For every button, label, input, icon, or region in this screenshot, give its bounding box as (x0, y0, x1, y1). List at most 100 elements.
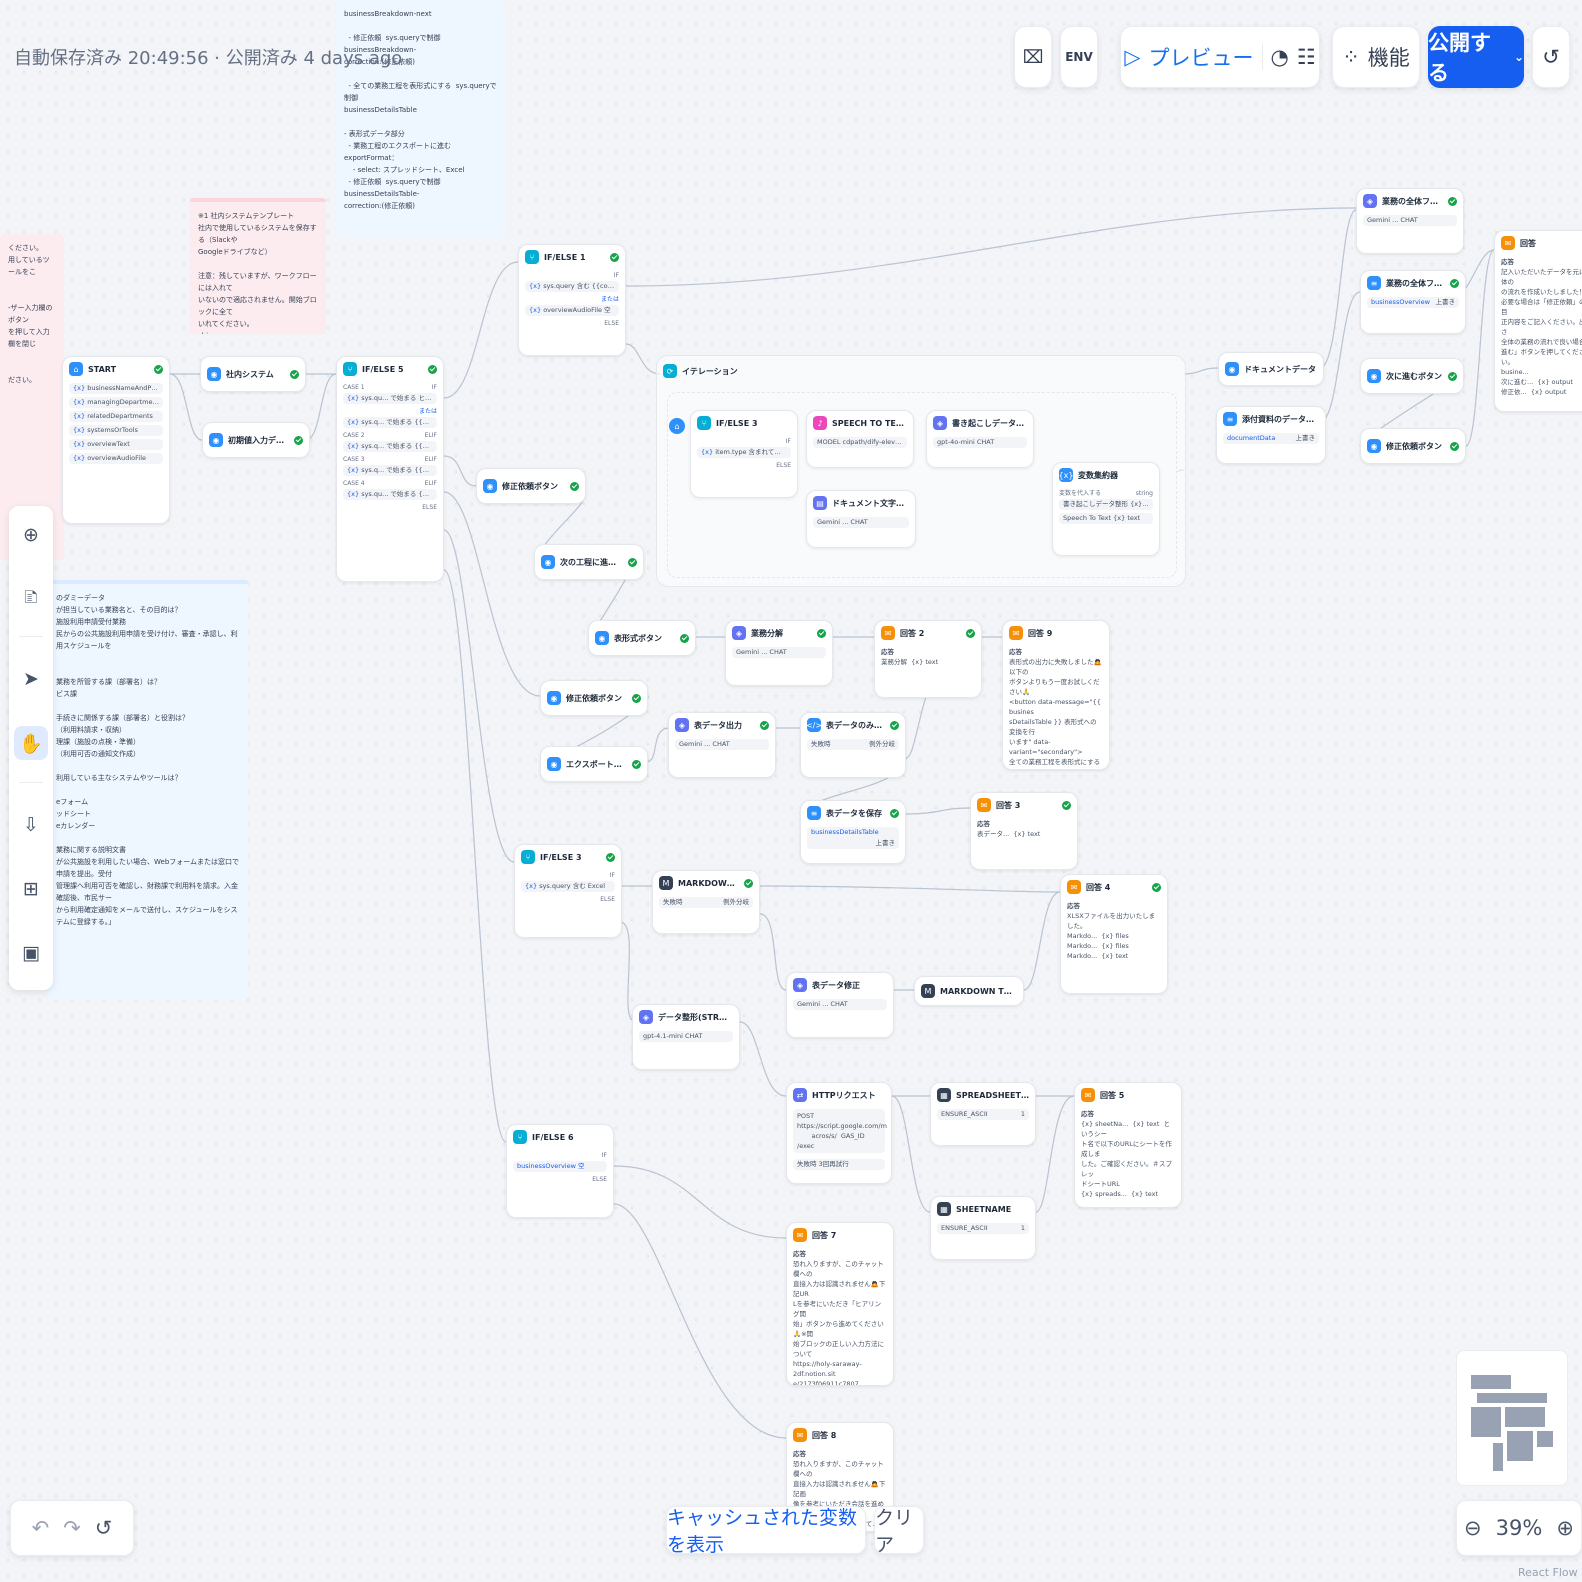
note-left-blue[interactable]: のダミーデータ が担当している業務名と、その目的は？ 施設利用申請受付業務 民か… (48, 580, 248, 1000)
clear-button[interactable]: クリア (874, 1506, 924, 1556)
organize-blocks-button[interactable]: ⊞ (14, 872, 48, 906)
run-history-icon[interactable]: ◔ (1270, 45, 1289, 69)
undo-icon[interactable]: ↶ (31, 1516, 50, 1540)
cached-vars-button[interactable]: キャッシュされた変数を表示 (666, 1506, 866, 1556)
node-title: データ整形(STRUCTURED_O (658, 1012, 733, 1022)
branch-icon: ⑂ (525, 250, 539, 264)
node-internal-system[interactable]: ◉社内システム (200, 356, 306, 392)
branch-icon: ⑂ (521, 850, 535, 864)
success-icon (632, 693, 641, 703)
node-answer[interactable]: ✉回答 応答 記入いただいたデータを元に全体の の流れを作成いたしました！修 必… (1494, 230, 1582, 412)
note-top[interactable]: businessBreakdown-next - 修正依頼 sys.queryで… (336, 0, 506, 238)
branch-label: ELIF (424, 432, 437, 439)
node-title: 業務の全体フロー保存 (1386, 278, 1445, 288)
note-left-pink[interactable]: ください。 用しているツールをこ -ザー入力欄のボタン を押して入力欄を閉じ だ… (0, 234, 64, 560)
node-answer-5[interactable]: ✉回答 5 応答{x} sheetNa... {x} text というシー ト名… (1074, 1082, 1182, 1208)
node-next-step[interactable]: ◉次の工程に進むボタン (534, 544, 644, 580)
hand-mode-button[interactable]: ✋ (14, 726, 48, 760)
llm-icon: ◈ (793, 978, 807, 992)
node-business-breakdown[interactable]: ◈業務分解 Gemini ... CHAT (725, 620, 833, 686)
node-ifelse-1[interactable]: ⑂IF/ELSE 1 IF {x} sys.query 含む {{correct… (518, 244, 626, 356)
node-fix-request-2[interactable]: ◉修正依頼ボタン (540, 680, 648, 716)
response-label: 応答 (1009, 648, 1022, 656)
node-fix-request-3[interactable]: ◉修正依頼ボタン (1360, 428, 1466, 464)
variable-inspect-icon: ⌧ (1022, 46, 1044, 68)
node-doc-extract[interactable]: ▤ドキュメント文字起こし Gemini ... CHAT (806, 490, 916, 548)
node-ifelse-6[interactable]: ⑂IF/ELSE 6 IF businessOverview 空 ELSE (506, 1124, 614, 1218)
publish-button[interactable]: 公開する⌄ (1428, 26, 1524, 88)
node-answer-3[interactable]: ✉回答 3 応答表データ... {x} text (970, 792, 1078, 870)
llm-icon: ◈ (933, 416, 947, 430)
zoom-out-icon[interactable]: ⊖ (1464, 1516, 1482, 1540)
node-title: ドキュメント文字起こし (832, 498, 909, 508)
node-http-request[interactable]: ⇄HTTPリクエスト POST https://script.google.co… (786, 1082, 892, 1184)
export-image-button[interactable]: ⇩ (14, 808, 48, 842)
node-table-save[interactable]: ≡表データを保存 businessDetailsTable 上書き (800, 800, 906, 864)
branch-label: ELIF (424, 480, 437, 487)
node-export-select[interactable]: ◉エクスポートセレクトボタン (540, 746, 648, 782)
node-transcript-shape[interactable]: ◈書き起こしデータ整形 gpt-4o-mini CHAT (926, 410, 1034, 468)
minimap[interactable] (1456, 1350, 1568, 1486)
condition-row: businessOverview 空 (513, 1161, 607, 1172)
node-ifelse-3-iter[interactable]: ⑂IF/ELSE 3 IF {x} item.type 含まれている 音声 EL… (690, 410, 798, 498)
node-answer-2[interactable]: ✉回答 2 応答業務分解 {x} text (874, 620, 982, 698)
react-flow-credit[interactable]: React Flow (1518, 1566, 1578, 1579)
node-initial-input[interactable]: ◉初期値入力データ (202, 422, 310, 458)
var-row: businessDetailsTable 上書き (807, 827, 899, 849)
answer-icon: ✉ (793, 1428, 807, 1442)
checklist-icon[interactable]: ☷ (1296, 45, 1316, 69)
node-ifelse-3[interactable]: ⑂IF/ELSE 3 IF {x} sys.query 含む Excel ELS… (514, 844, 622, 938)
document-icon: ▤ (813, 496, 827, 510)
assign-icon: ≡ (1223, 412, 1237, 426)
var-inspect-button[interactable]: ⌧ (1014, 26, 1052, 88)
preview-button[interactable]: プレビュー (1148, 46, 1254, 70)
node-fix-request-1[interactable]: ◉修正依頼ボタン (476, 468, 586, 504)
pointer-icon: ➤ (23, 668, 39, 690)
add-node-button[interactable]: ⊕ (14, 518, 48, 552)
left-toolbar: ⊕ 🗈 ➤ ✋ ⇩ ⊞ ▣ (9, 506, 53, 990)
note-pink[interactable]: ※1 社内システムテンプレート 社内で使用しているシステムを保存する（Slack… (190, 198, 326, 334)
node-flow-save[interactable]: ≡業務の全体フロー保存 businessOverview 上書き (1360, 270, 1466, 334)
zoom-level[interactable]: 39% (1495, 1516, 1543, 1540)
node-flow-create[interactable]: ◈業務の全体フロー作成 Gemini ... CHAT (1356, 188, 1464, 254)
node-table-format[interactable]: ◉表形式ボタン (588, 620, 696, 656)
node-start[interactable]: ⌂START {x} businessNameAndPurpose {x} ma… (62, 356, 170, 524)
redo-icon[interactable]: ↷ (63, 1516, 81, 1540)
node-attach-save[interactable]: ≡添付資料のデータ保存 documentData 上書き (1216, 406, 1326, 464)
node-speech-to-text[interactable]: ♪SPEECH TO TEXT MODEL cdpath/dify-eleven… (806, 410, 914, 468)
zoom-in-icon[interactable]: ⊕ (1556, 1516, 1574, 1540)
node-table-output[interactable]: ◈表データ出力 Gemini ... CHAT (668, 712, 776, 778)
history-icon[interactable]: ↺ (94, 1516, 113, 1540)
response-label: 応答 (1501, 258, 1514, 266)
start-var: {x} relatedDepartments (69, 411, 163, 422)
case-label: CASE 1 (343, 384, 365, 391)
preview-group[interactable]: ▷ プレビュー ◔ ☷ (1120, 26, 1320, 88)
answer-icon: ✉ (977, 798, 991, 812)
version-history-button[interactable]: ↺ (1532, 26, 1570, 88)
http-icon: ⇄ (793, 1088, 807, 1102)
features-button[interactable]: ⁘機能 (1332, 26, 1420, 88)
env-button[interactable]: ENV (1060, 26, 1098, 88)
add-note-button[interactable]: 🗈 (14, 582, 48, 616)
node-answer-4[interactable]: ✉回答 4 応答 XLSXファイルを出力いたしました。 Markdo... {x… (1060, 874, 1168, 994)
condition-row: {x} sys.q... で始まる {{businessOv... (343, 417, 437, 428)
pointer-mode-button[interactable]: ➤ (14, 662, 48, 696)
node-table-fix[interactable]: ◈表データ修正 Gemini ... CHAT (786, 972, 894, 1038)
node-answer-9[interactable]: ✉回答 9 応答表形式の出力に失敗しました🙇以下の ボタンよりもう一度お試しくだ… (1002, 620, 1110, 770)
save-status: 自動保存済み 20:49:56 · 公開済み 4 days ago (14, 48, 403, 69)
var-ref: Markdo... {x} text (1067, 952, 1129, 960)
node-doc-data[interactable]: ◉ドキュメントデータ (1218, 352, 1324, 386)
node-structured[interactable]: ◈データ整形(STRUCTURED_O gpt-4.1-mini CHAT (632, 1004, 740, 1070)
node-answer-7[interactable]: ✉回答 7 応答恐れ入りますが、このチャット欄への 直接入力は認識されません🙇下… (786, 1222, 894, 1386)
minimap-toggle-button[interactable]: ▣ (14, 936, 48, 970)
node-next-button[interactable]: ◉次に進むボタン (1360, 358, 1464, 394)
node-title: 回答 (1520, 238, 1536, 248)
